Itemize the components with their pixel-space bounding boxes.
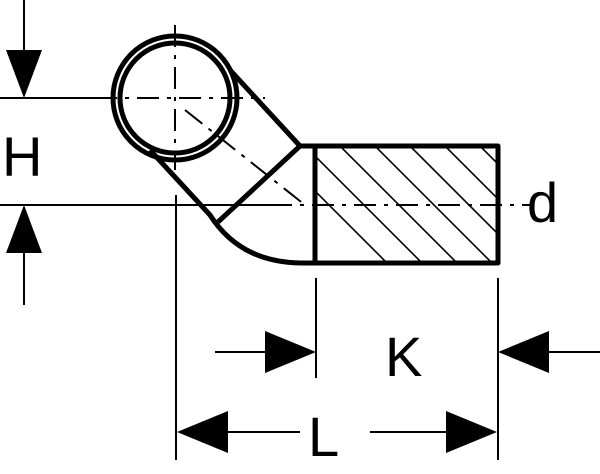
extension-lines (175, 195, 499, 460)
pipe-body (148, 68, 501, 266)
diameter-label: d (527, 171, 558, 234)
center-lines (95, 25, 530, 206)
l-arrow-left (177, 411, 228, 453)
h-dimension: H (0, 0, 270, 305)
l-arrow-right (446, 411, 497, 453)
k-arrow-left (498, 331, 549, 373)
h-arrow-down (6, 50, 42, 98)
h-arrow-up (6, 205, 42, 253)
k-dimension: K (215, 325, 600, 388)
k-arrow-right (265, 331, 316, 373)
height-label: H (2, 125, 42, 188)
insertion-length-label: K (385, 325, 422, 388)
l-dimension: L (177, 405, 497, 468)
total-length-label: L (308, 405, 339, 468)
